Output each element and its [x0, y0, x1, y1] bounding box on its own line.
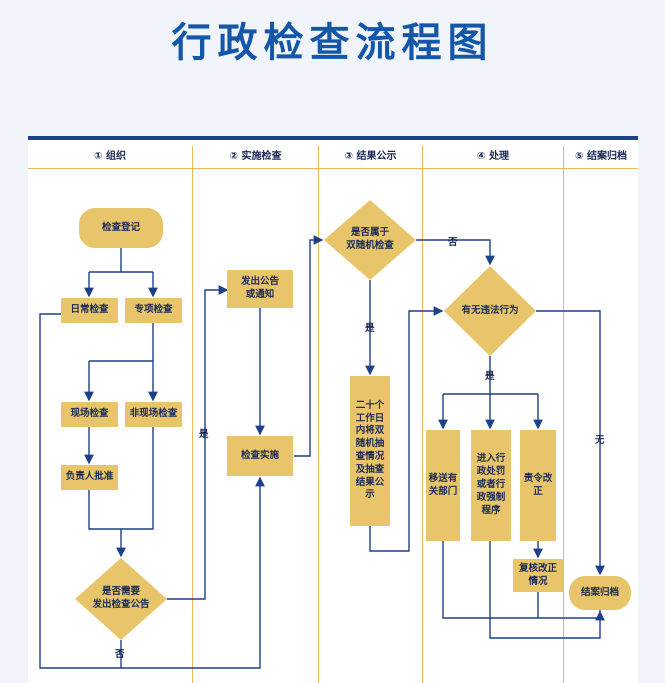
page-title: 行政检查流程图	[171, 20, 494, 66]
node-transfer: 移送有关部门	[426, 430, 460, 541]
node-approve: 负责人批准	[61, 465, 118, 490]
decision-violation-shape	[444, 266, 536, 356]
node-register: 检查登记	[79, 208, 163, 248]
node-need-notice-label: 是否需要 发出检查公告	[92, 586, 150, 610]
node-special-check: 专项检查	[125, 298, 182, 323]
decision-random-shape	[324, 200, 416, 280]
edge-label-violation-yes: 是	[485, 371, 495, 382]
node-daily-check: 日常检查	[61, 298, 118, 323]
node-violation-label: 有无违法行为	[461, 304, 519, 316]
node-offsite-check: 非现场检查	[125, 402, 182, 427]
lane-header-inspect: ② 实施检查	[229, 151, 282, 162]
edge-label-notice-no: 否	[115, 649, 125, 660]
decision-need-notice-shape	[75, 558, 167, 640]
lane-divider-1	[192, 146, 193, 683]
lane-header-divider	[28, 168, 638, 169]
edge-label-random-yes: 是	[365, 323, 375, 334]
node-implement: 检查实施	[227, 436, 293, 476]
connector-lines	[39, 200, 605, 669]
node-random-label: 是否属于 双随机检查	[346, 227, 394, 251]
lane-divider-4	[563, 146, 564, 683]
flowchart: ① 组织 ② 实施检查 ③ 结果公示 ④ 处理 ⑤ 结案归档	[28, 136, 638, 683]
node-publicize: 二十个工作日内将双随机抽查情况及抽查结果公示	[350, 376, 390, 526]
edge-label-random-no: 否	[448, 237, 458, 248]
edge-label-violation-none: 无	[595, 435, 605, 446]
lane-header-organize: ① 组织	[94, 151, 126, 162]
edge-label-notice-yes: 是	[199, 429, 209, 440]
node-penalty: 进入行政处罚或者行政强制程序	[471, 430, 511, 541]
lane-top-bar	[28, 136, 638, 140]
node-onsite-check: 现场检查	[61, 402, 118, 427]
lane-header-publicize: ③ 结果公示	[344, 151, 397, 162]
node-issue-notice: 发出公告 或通知	[227, 270, 293, 308]
node-recheck: 复核改正 情况	[513, 559, 563, 592]
lane-divider-2	[318, 146, 319, 683]
lane-header-archive: ⑤ 结案归档	[575, 151, 627, 162]
lane-divider-3	[422, 146, 423, 683]
node-archive: 结案归档	[569, 576, 631, 610]
lane-header-handle: ④ 处理	[477, 151, 509, 162]
node-rectify: 责令改正	[520, 430, 556, 541]
